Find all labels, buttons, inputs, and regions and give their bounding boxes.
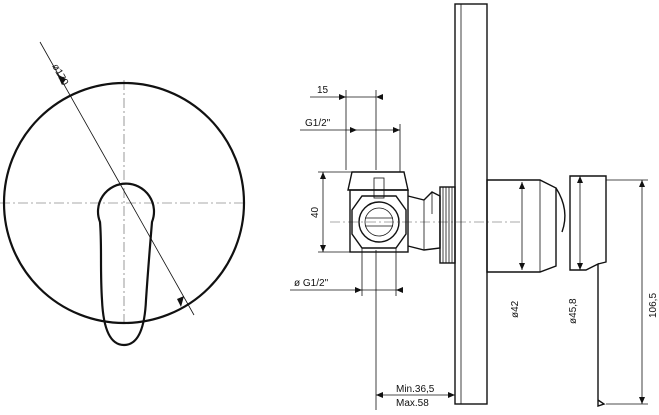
cartridge-sleeve [486,179,557,273]
front-view: ø170 [0,41,246,347]
wall-plate [454,3,488,405]
dim-45-8-label: ø45,8 [568,298,579,324]
handle-side-body [569,175,607,407]
top-stem [373,177,385,199]
diameter-arrow-bottom [177,296,184,307]
dim-g12-top-label: G1/2" [305,118,331,129]
handle-side [555,175,607,407]
valve-top-cap [347,171,409,191]
front-diameter-label: ø170 [49,62,70,88]
front-diameter-dimension-line [39,41,195,316]
dim-106-label: 106,5 [648,293,659,318]
dim-depth-max-label: Max.58 [396,398,429,409]
port-outer-circle [358,201,400,243]
threaded-nut [439,186,456,264]
side-view: 15 G1/2" 40 ø G1/2" ø42 ø45,8 [290,3,659,410]
handle-lever [96,182,156,347]
dim-depth-min-label: Min.36,5 [396,384,435,395]
port-inner-circle [364,207,394,237]
diameter-arrow-top [57,74,66,85]
valve-body [347,171,441,253]
dim-15-label: 15 [317,85,329,96]
dim-g12-bottom-label: ø G1/2" [294,278,329,289]
dim-40-label: 40 [310,206,321,218]
trim-cartridge [486,179,557,273]
nut-threads [442,187,453,263]
dim-42-label: ø42 [510,300,521,318]
handle-side-neck [555,187,566,233]
valve-housing [349,189,409,253]
cover-plate-circle [2,81,246,325]
